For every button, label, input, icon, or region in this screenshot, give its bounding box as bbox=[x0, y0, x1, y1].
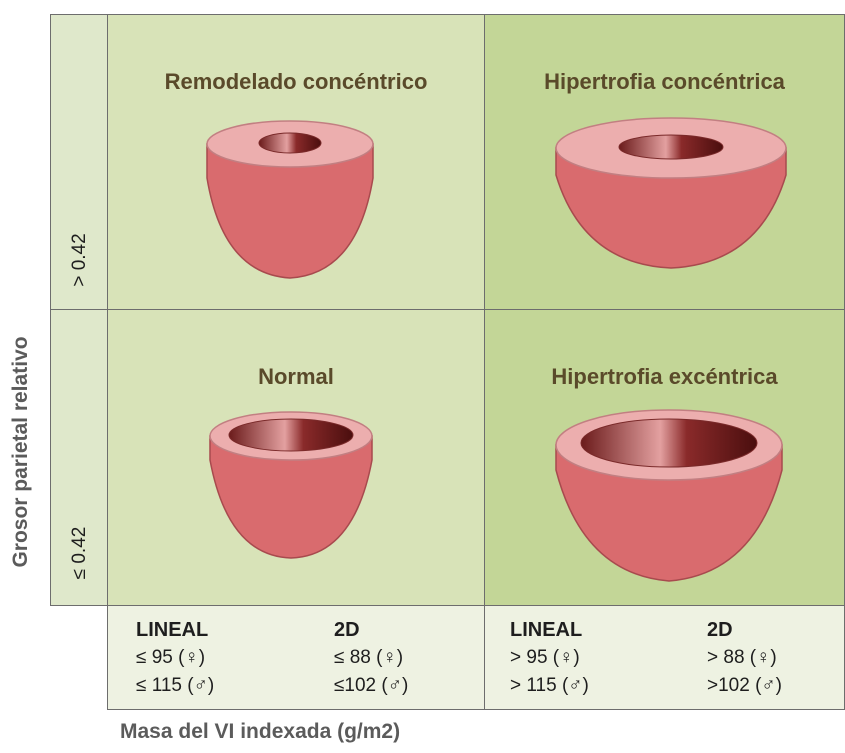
quadrant-hipertrofia-concentrica: Hipertrofia concéntrica bbox=[484, 14, 845, 310]
criteria-2d-right: 2D > 88 (♀) >102 (♂) bbox=[707, 616, 782, 700]
y-band-upper-label: > 0.42 bbox=[69, 233, 91, 286]
criteria-2d-female: ≤ 88 (♀) bbox=[334, 644, 408, 672]
criteria-2d-female: > 88 (♀) bbox=[707, 644, 782, 672]
y-band-lower-label: ≤ 0.42 bbox=[69, 527, 91, 580]
criteria-lineal-female: ≤ 95 (♀) bbox=[136, 644, 214, 672]
criteria-lineal-header: LINEAL bbox=[510, 616, 589, 644]
criteria-band-right: LINEAL > 95 (♀) > 115 (♂) 2D > 88 (♀) >1… bbox=[484, 605, 845, 710]
criteria-lineal-male: > 115 (♂) bbox=[510, 672, 589, 700]
x-axis-title: Masa del VI indexada (g/m2) bbox=[120, 720, 400, 744]
criteria-lineal-female: > 95 (♀) bbox=[510, 644, 589, 672]
y-band-upper: > 0.42 bbox=[50, 14, 108, 310]
criteria-2d-male: ≤102 (♂) bbox=[334, 672, 408, 700]
quadrant-hipertrofia-excentrica: Hipertrofia excéntrica bbox=[484, 309, 845, 606]
criteria-lineal-header: LINEAL bbox=[136, 616, 214, 644]
criteria-2d-header: 2D bbox=[334, 616, 408, 644]
y-band-lower: ≤ 0.42 bbox=[50, 309, 108, 606]
criteria-band-left: LINEAL ≤ 95 (♀) ≤ 115 (♂) 2D ≤ 88 (♀) ≤1… bbox=[107, 605, 485, 710]
heart-concentric-hypertrophy bbox=[485, 15, 845, 311]
criteria-2d-header: 2D bbox=[707, 616, 782, 644]
heart-concentric-remodeling bbox=[108, 15, 486, 311]
heart-eccentric-hypertrophy bbox=[485, 310, 845, 607]
y-axis-title-text: Grosor parietal relativo bbox=[9, 336, 33, 567]
criteria-2d-male: >102 (♂) bbox=[707, 672, 782, 700]
quadrant-normal: Normal bbox=[107, 309, 485, 606]
criteria-lineal-male: ≤ 115 (♂) bbox=[136, 672, 214, 700]
criteria-lineal-right: LINEAL > 95 (♀) > 115 (♂) bbox=[510, 616, 589, 700]
criteria-2d-left: 2D ≤ 88 (♀) ≤102 (♂) bbox=[334, 616, 408, 700]
quadrant-remodelado-concentrico: Remodelado concéntrico bbox=[107, 14, 485, 310]
criteria-lineal-left: LINEAL ≤ 95 (♀) ≤ 115 (♂) bbox=[136, 616, 214, 700]
heart-normal bbox=[108, 310, 486, 607]
